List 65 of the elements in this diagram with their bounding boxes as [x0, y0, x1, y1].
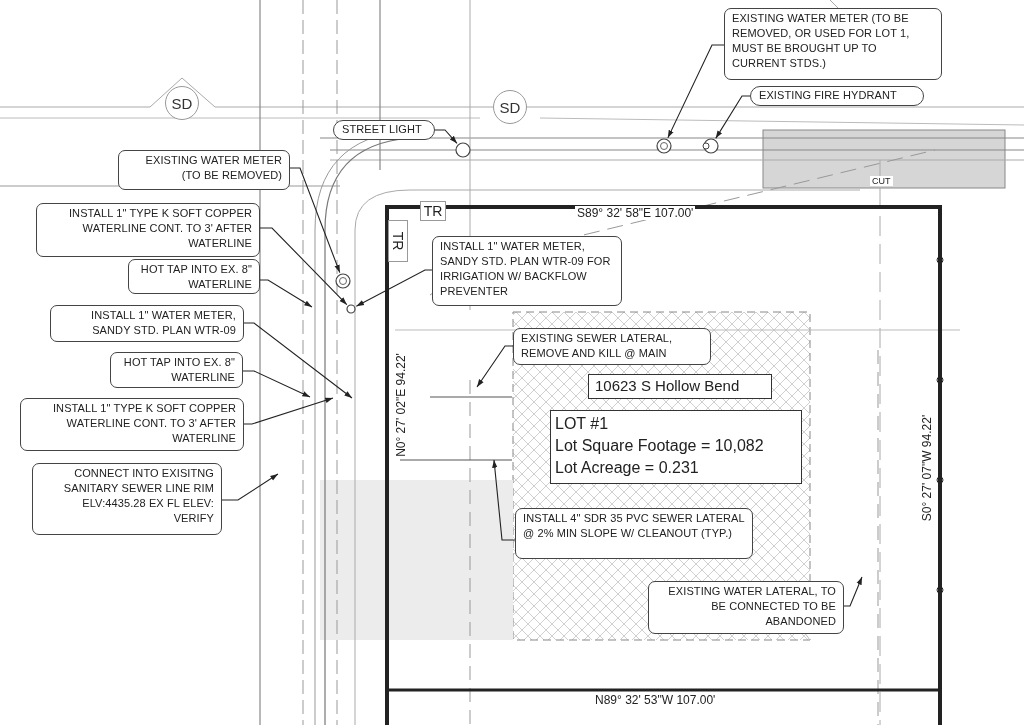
water-meter-symbol: [656, 138, 672, 154]
callout-box: [20, 398, 244, 451]
street-light-symbol: [455, 142, 471, 158]
callout-box: [333, 120, 435, 140]
callout-box: [50, 305, 244, 342]
lot-info-text: Lot Square Footage = 10,082: [555, 436, 765, 456]
callout-text: EXISTING WATER METER (TO BE REMOVED): [144, 153, 282, 183]
callout-text: EXISTING WATER METER (TO BE REMOVED, OR USED FOR LOT 1, MUST BE BROUGHT UP TO CURRENT STDS.): [732, 11, 911, 71]
water-meter-symbol: [335, 273, 351, 289]
leader-line: [221, 473, 279, 501]
symbol-circle: [165, 86, 199, 120]
callout-text: HOT TAP INTO EX. 8" WATERLINE: [122, 355, 235, 385]
leader-line: [355, 269, 433, 307]
callout-text: INSTALL 1" WATER METER, SANDY STD. PLAN WTR-09 FOR IRRIGATION W/ BACKFLOW PREVENTER: [440, 239, 612, 299]
callout-text: INSTALL 1" WATER METER, SANDY STD. PLAN WTR-09: [90, 308, 236, 338]
leader-line: [289, 167, 341, 274]
fire-hydrant-symbol: [702, 138, 720, 154]
callout-box: [648, 581, 844, 634]
callout-box: [32, 463, 222, 535]
callout-text: INSTALL 4" SDR 35 PVC SEWER LATERAL @ 2% MIN SLOPE W/ CLEANOUT (TYP.): [523, 511, 745, 541]
leader-line: [242, 370, 311, 398]
callout-text: EXISTING WATER LATERAL, TO BE CONNECTED TO BE ABANDONED: [667, 584, 836, 629]
tap-point-symbol: [346, 304, 356, 314]
address-box: [588, 374, 772, 399]
lot-title: LOT #1: [555, 414, 610, 434]
symbol-label: TR: [423, 203, 443, 219]
callout-box: [36, 203, 260, 257]
callout-box: [724, 8, 942, 80]
callout-text: CONNECT INTO EXISITNG SANITARY SEWER LINE RIM ELV:4435.28 EX FL ELEV: VERIFY: [62, 466, 214, 526]
callout-box: [118, 150, 290, 190]
bearing-label: S89° 32' 58"E 107.00': [575, 206, 696, 220]
bearing-label: N0° 27' 02"E 94.22': [394, 351, 408, 459]
callout-box: [513, 328, 711, 365]
callout-text: EXISTING SEWER LATERAL, REMOVE AND KILL @ MAIN: [521, 331, 674, 361]
label-box: [388, 220, 408, 262]
callout-box: [432, 236, 622, 306]
line-label: CUT: [870, 176, 893, 186]
symbol-label: SD: [499, 98, 521, 116]
callout-text: STREET LIGHT: [342, 122, 423, 137]
address-text: 10623 S Hollow Bend: [595, 377, 741, 394]
callout-text: INSTALL 1" TYPE K SOFT COPPER WATERLINE CONT. TO 3' AFTER WATERLINE: [51, 401, 236, 446]
lot-info-box: [550, 410, 802, 484]
leader-line: [243, 322, 353, 399]
symbol-label: TR: [390, 231, 406, 251]
leader-line: [259, 279, 313, 308]
callout-box: [110, 352, 243, 388]
leader-line: [243, 397, 334, 425]
leader-line: [259, 227, 348, 306]
leader-line: [492, 459, 516, 541]
callout-box: [128, 259, 260, 294]
callout-text: EXISTING FIRE HYDRANT: [759, 88, 898, 103]
callout-text: INSTALL 1" TYPE K SOFT COPPER WATERLINE CONT. TO 3' AFTER WATERLINE: [67, 206, 252, 251]
bearing-label: S0° 27' 07"W 94.22': [920, 412, 934, 524]
callout-box: [750, 86, 924, 106]
callout-box: [515, 508, 753, 559]
leader-line: [434, 129, 458, 144]
leader-line: [843, 576, 863, 607]
callout-text: HOT TAP INTO EX. 8" WATERLINE: [139, 262, 252, 292]
symbol-label: SD: [171, 94, 193, 112]
leader-line: [476, 345, 514, 388]
bearing-label: N89° 32' 53"W 107.00': [593, 693, 718, 707]
leader-line: [715, 95, 751, 139]
symbol-circle: [493, 90, 527, 124]
leader-line: [667, 44, 725, 139]
lot-info-text: Lot Acreage = 0.231: [555, 458, 700, 478]
